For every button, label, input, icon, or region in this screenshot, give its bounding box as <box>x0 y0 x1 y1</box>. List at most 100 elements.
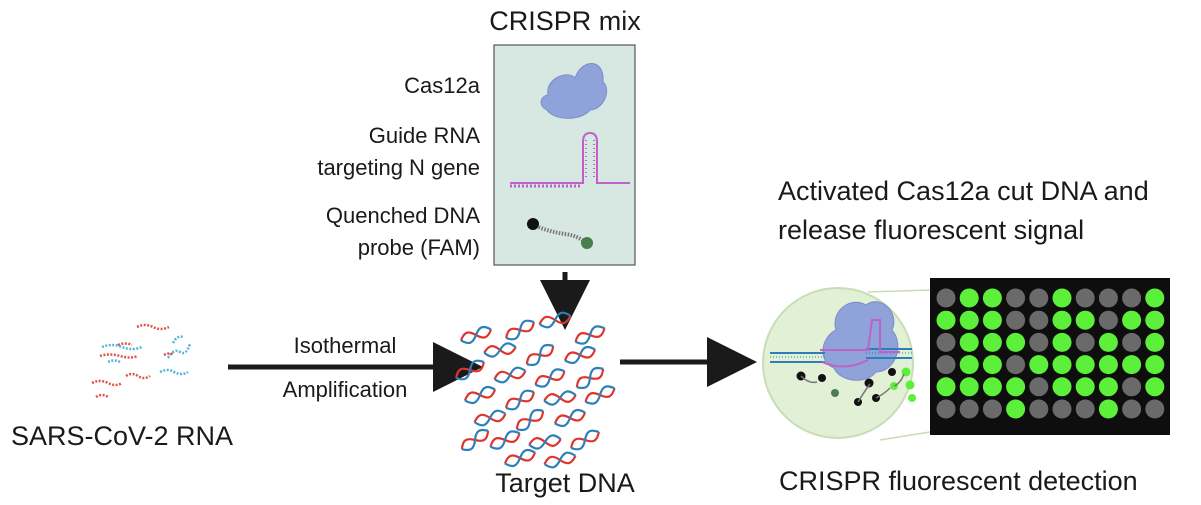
well-dark <box>1052 399 1072 419</box>
well-lit <box>1006 332 1026 352</box>
well-dark <box>1029 399 1049 419</box>
well-lit <box>982 355 1002 375</box>
dna-helix-icon <box>455 359 485 381</box>
target-dna-label: Target DNA <box>495 468 635 498</box>
dna-helix-icon <box>553 408 587 428</box>
guide-rna-icon <box>510 131 630 188</box>
dna-helix-icon <box>473 409 507 427</box>
well-lit <box>982 310 1002 330</box>
guide-rna-label-line2: targeting N gene <box>317 154 480 180</box>
well-dark <box>1145 399 1165 419</box>
dna-helix-icon <box>574 325 606 345</box>
well-lit <box>959 288 979 308</box>
well-dark <box>1122 288 1142 308</box>
well-lit <box>1098 355 1118 375</box>
well-dark <box>1006 310 1026 330</box>
probe-label-line2: probe (FAM) <box>357 234 480 260</box>
quenched-probe-icon <box>527 218 593 249</box>
well-lit <box>1029 355 1049 375</box>
well-dark <box>1075 288 1095 308</box>
well-dark <box>1075 332 1095 352</box>
cas12a-protein-icon <box>540 63 608 119</box>
well-lit <box>1052 288 1072 308</box>
well-dark <box>1098 310 1118 330</box>
well-lit <box>1052 355 1072 375</box>
dna-helix-icon <box>493 366 527 384</box>
isothermal-label: Isothermal <box>293 333 397 358</box>
dna-helix-icon <box>538 311 572 329</box>
cas12a-label: Cas12a <box>404 73 480 98</box>
well-lit <box>1006 377 1026 397</box>
detection-heading-line2: release fluorescent signal <box>778 215 1085 245</box>
well-lit <box>1122 355 1142 375</box>
dna-helix-icon <box>503 448 537 468</box>
well-dark <box>936 332 956 352</box>
probe-label-line1: Quenched DNA <box>325 203 480 228</box>
dna-helix-icon <box>534 368 566 388</box>
well-lit <box>1052 332 1072 352</box>
sars-cov-2-rna-label: SARS-CoV-2 RNA <box>11 421 234 451</box>
well-dark <box>1122 399 1142 419</box>
fluorescence-plate <box>930 278 1170 435</box>
well-lit <box>1145 310 1165 330</box>
dna-helix-icon <box>515 408 545 432</box>
well-dark <box>982 399 1002 419</box>
dna-helix-icon <box>525 343 555 367</box>
well-dark <box>1029 377 1049 397</box>
well-dark <box>1122 377 1142 397</box>
well-lit <box>1145 355 1165 375</box>
detection-caption: CRISPR fluorescent detection <box>779 466 1138 496</box>
dna-helix-icon <box>459 325 493 345</box>
dna-helix-icon <box>584 385 616 405</box>
well-lit <box>982 377 1002 397</box>
well-lit <box>959 377 979 397</box>
well-dark <box>1098 288 1118 308</box>
probe-label: Quenched DNA probe (FAM) <box>250 203 480 261</box>
crispr-mix-title: CRISPR mix <box>489 6 641 36</box>
dna-helix-icon <box>563 345 597 365</box>
well-lit <box>1075 310 1095 330</box>
well-lit <box>1145 332 1165 352</box>
well-dark <box>1006 288 1026 308</box>
well-lit <box>1098 399 1118 419</box>
well-dark <box>1029 288 1049 308</box>
well-lit <box>1098 332 1118 352</box>
well-lit <box>936 310 956 330</box>
well-lit <box>936 377 956 397</box>
well-dark <box>936 355 956 375</box>
dna-helix-icon <box>489 430 521 450</box>
well-lit <box>1145 288 1165 308</box>
well-lit <box>1145 377 1165 397</box>
dna-helix-icon <box>543 451 577 469</box>
guide-rna-label-line1: Guide RNA <box>368 123 480 148</box>
dna-helix-icon <box>570 429 600 451</box>
well-dark <box>1029 332 1049 352</box>
dna-helix-icon <box>505 319 535 341</box>
well-dark <box>936 288 956 308</box>
dna-helix-icon <box>528 434 562 450</box>
well-lit <box>1122 310 1142 330</box>
well-lit <box>959 332 979 352</box>
well-lit <box>1075 355 1095 375</box>
well-dark <box>959 399 979 419</box>
guide-rna-label: Guide RNA targeting N gene <box>250 123 480 181</box>
well-lit <box>1098 377 1118 397</box>
target-dna-cluster-icon <box>455 311 616 469</box>
well-lit <box>1075 377 1095 397</box>
well-lit <box>959 355 979 375</box>
well-dark <box>1122 332 1142 352</box>
dna-helix-icon <box>460 428 490 452</box>
well-lit <box>982 332 1002 352</box>
rna-fragments-icon <box>91 323 192 399</box>
well-dark <box>1029 310 1049 330</box>
amplification-label: Amplification <box>282 377 408 402</box>
well-lit <box>1006 399 1026 419</box>
dna-helix-icon <box>463 385 497 405</box>
zoom-detail-icon <box>762 287 931 441</box>
dna-helix-icon <box>483 342 517 358</box>
dna-helix-icon <box>505 389 535 411</box>
dna-helix-icon <box>575 366 605 390</box>
well-lit <box>1052 377 1072 397</box>
dna-helix-icon <box>543 390 577 406</box>
